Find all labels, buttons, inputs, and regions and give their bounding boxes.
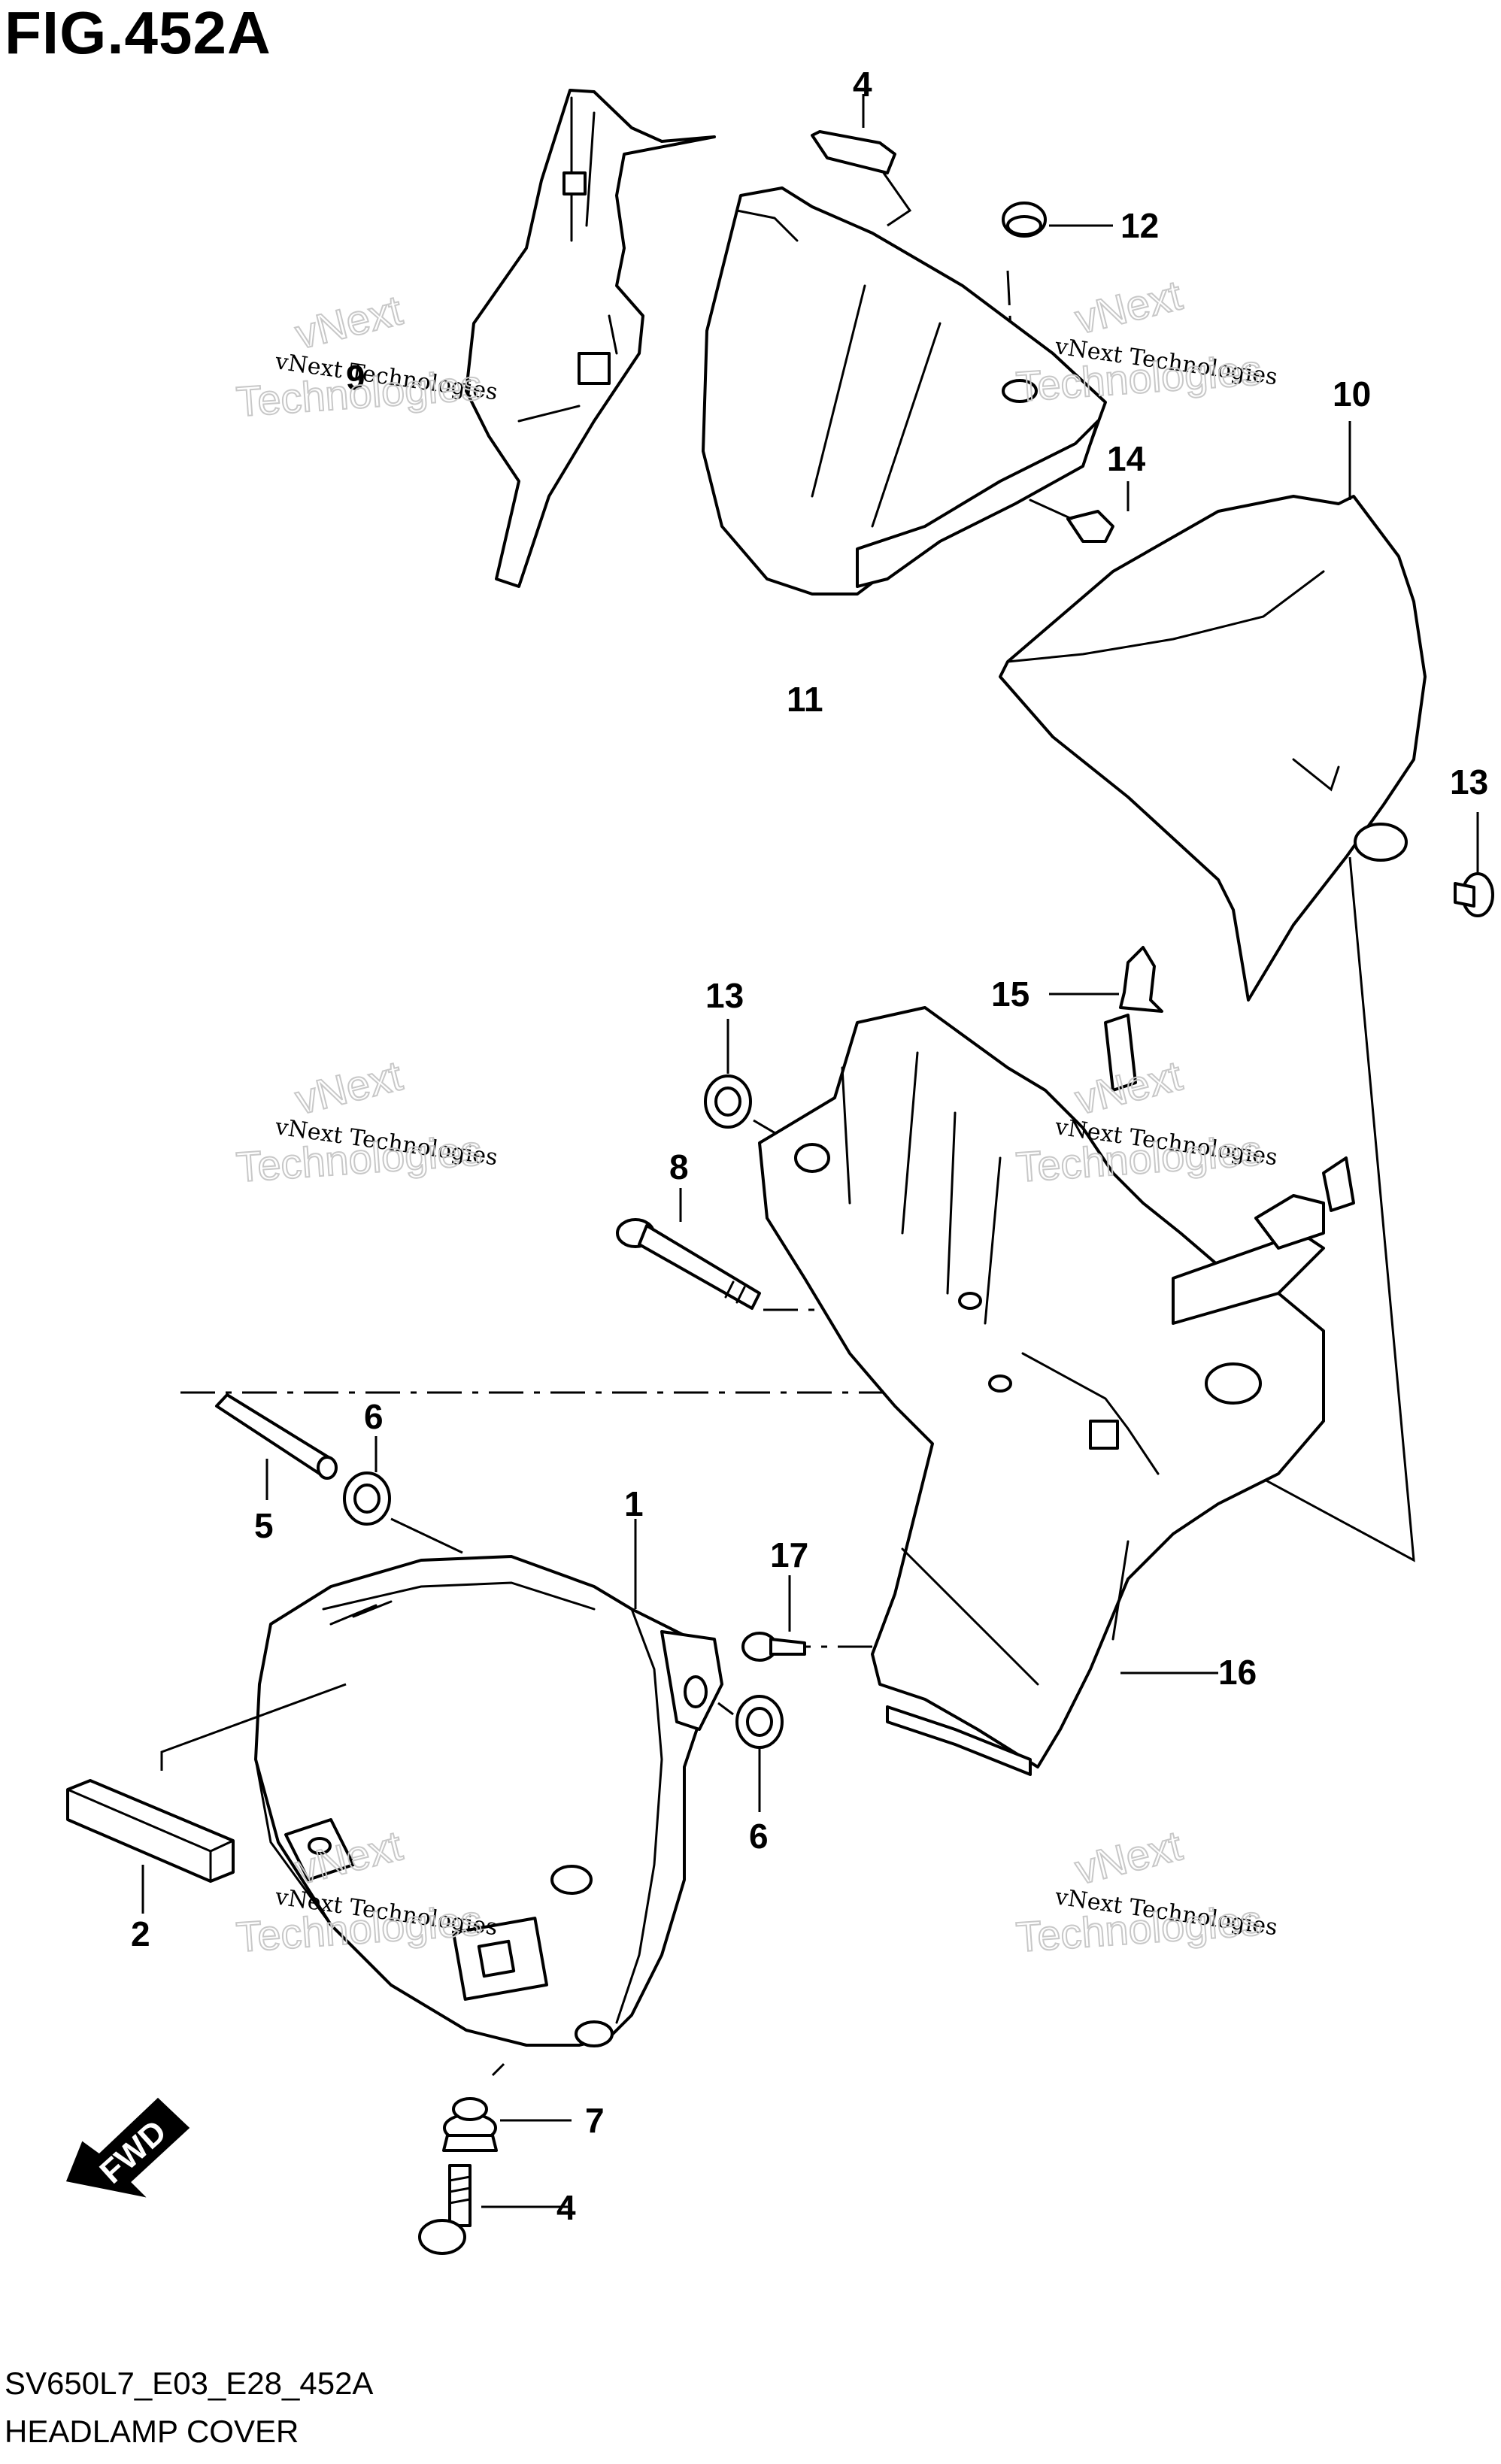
part-5-pin xyxy=(215,1393,338,1500)
watermark-top-left: vNext Technologies vNext Technologies xyxy=(234,285,499,426)
callout-6-lower: 6 xyxy=(749,1817,769,1856)
watermark-mid-left: vNext Technologies vNext Technologies xyxy=(234,1050,499,1191)
part-6-grommet-lower xyxy=(717,1695,784,1812)
figure-caption: HEADLAMP COVER xyxy=(5,2414,299,2449)
callout-12-top: 12 xyxy=(1120,206,1159,245)
part-17-bolt xyxy=(741,1575,806,1662)
part-16-bracket xyxy=(758,1006,1355,1776)
callout-9: 9 xyxy=(346,358,365,397)
part-10-side-cowl xyxy=(999,421,1427,1002)
callout-4: 4 xyxy=(556,2188,576,2227)
part-14-screw xyxy=(1029,481,1130,543)
part-6-grommet-upper xyxy=(343,1436,463,1554)
assembly-line-10 xyxy=(1225,856,1415,1562)
callout-5: 5 xyxy=(254,1506,274,1545)
part-15-clip xyxy=(1049,946,1163,1013)
callout-10: 10 xyxy=(1333,374,1371,414)
callout-2: 2 xyxy=(131,1914,150,1953)
svg-text:Technologies: Technologies xyxy=(235,361,484,426)
callout-11: 11 xyxy=(787,680,823,719)
callout-14: 14 xyxy=(1107,439,1146,478)
callout-16: 16 xyxy=(1218,1653,1257,1692)
svg-text:Technologies: Technologies xyxy=(1014,1896,1263,1961)
part-12-grommet-top xyxy=(1002,202,1113,238)
forward-arrow-icon xyxy=(65,2097,190,2198)
figure-title: FIG.452A xyxy=(5,0,271,66)
part-7-grommet xyxy=(442,2062,572,2152)
fwd-direction-arrow: FWD xyxy=(65,2097,190,2198)
callout-12-right: 13 xyxy=(1450,762,1488,802)
callout-3: 4 xyxy=(853,65,872,104)
part-2-bracket-plate xyxy=(66,1683,347,1914)
svg-text:vNext: vNext xyxy=(291,1051,408,1123)
figure-code: SV650L7_E03_E28_452A xyxy=(5,2366,374,2401)
assembly-line-12-11 xyxy=(1006,270,1015,392)
svg-text:vNext: vNext xyxy=(1071,1821,1187,1893)
callout-13: 13 xyxy=(705,976,744,1015)
callout-labels: 4 12 9 10 14 11 13 13 15 8 6 5 1 17 16 6… xyxy=(131,65,1488,2227)
callout-7: 7 xyxy=(585,2101,605,2140)
callout-8: 8 xyxy=(669,1147,689,1187)
callout-17: 17 xyxy=(770,1535,808,1574)
part-4-bolt xyxy=(418,2164,568,2255)
callout-1: 1 xyxy=(624,1484,644,1523)
svg-text:Technologies: Technologies xyxy=(235,1126,484,1191)
watermark-bottom-right: vNext Technologies vNext Technologies xyxy=(1014,1820,1279,1961)
part-9-side-cover xyxy=(465,89,716,588)
callout-15: 15 xyxy=(991,974,1029,1014)
part-3-label-plate xyxy=(811,94,912,227)
part-1-headlamp-housing xyxy=(254,1519,723,2047)
svg-text:vNext: vNext xyxy=(1071,271,1187,343)
callout-6-upper: 6 xyxy=(364,1397,384,1436)
part-11-upper-cowl xyxy=(702,186,1107,596)
part-12-bolt-right xyxy=(1454,812,1494,917)
part-8-bolt xyxy=(616,1188,761,1310)
svg-text:vNext: vNext xyxy=(291,286,408,358)
